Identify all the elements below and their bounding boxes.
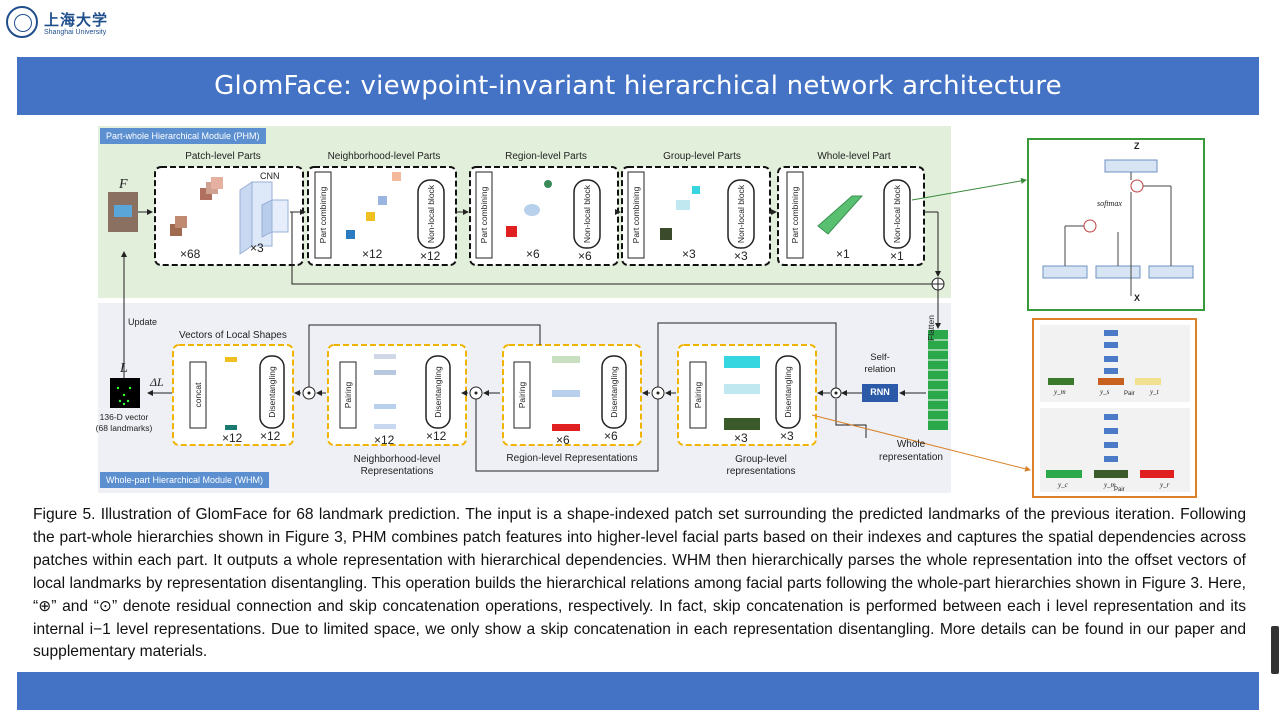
disentangling-2: Disentangling — [609, 366, 619, 418]
concat-label: concat — [193, 382, 203, 408]
shapes-title: Vectors of Local Shapes — [179, 330, 287, 341]
phm-header-4: Whole-level Part — [817, 151, 891, 162]
pair-label-1: Pair — [1124, 391, 1135, 397]
whole-rep-label: Whole representation — [879, 439, 943, 463]
group-rep-box — [677, 344, 817, 446]
y-label-1: y_s — [1100, 388, 1110, 396]
shapes-box — [172, 344, 294, 446]
y-label-2: y_t — [1150, 388, 1159, 396]
attn-softmax: softmax — [1097, 199, 1122, 208]
whm-count-0: ×12 — [222, 431, 243, 445]
count-rg-a: ×6 — [526, 247, 540, 261]
rnn-label: RNN — [870, 387, 890, 397]
bottom-bar — [17, 672, 1259, 710]
count-patch: ×68 — [180, 247, 201, 261]
neighborhood-rep-box — [327, 344, 467, 446]
pairing-2: Pairing — [517, 381, 527, 409]
whm-count-4: ×6 — [556, 433, 570, 447]
nb-rep-title: Neighborhood-level Representations — [353, 454, 441, 477]
disentangling-1: Disentangling — [433, 366, 443, 418]
group-level-box — [621, 166, 771, 266]
rnn-box — [862, 384, 898, 402]
nonlocal-1: Non-local block — [426, 184, 436, 244]
phm-header-3: Group-level Parts — [663, 151, 741, 162]
logo-en: Shanghai University — [44, 29, 107, 36]
cnn-label: CNN — [260, 171, 280, 181]
university-logo: 上海大学 Shanghai University — [4, 4, 114, 42]
whm-count-6: ×3 — [734, 431, 748, 445]
phm-header-0: Patch-level Parts — [185, 151, 261, 162]
attn-x: X — [1134, 293, 1141, 303]
whm-count-3: ×12 — [426, 429, 447, 443]
gp-rep-title: Group-level representations — [726, 454, 796, 477]
count-nb-b: ×12 — [420, 249, 441, 263]
slide-title: GlomFace: viewpoint-invariant hierarchic… — [214, 71, 1062, 101]
title-bar: GlomFace: viewpoint-invariant hierarchic… — [17, 57, 1259, 115]
whm-tag: Whole-part Hierarchical Module (WHM) — [100, 472, 270, 488]
pair-label-2: Pair — [1114, 487, 1125, 493]
phm-tag: Part-whole Hierarchical Module (PHM) — [100, 128, 266, 144]
delta-label: ΔL — [150, 375, 164, 389]
y-label-4: y_m — [1104, 481, 1116, 489]
region-level-box — [469, 166, 619, 266]
f-label: F — [119, 177, 128, 192]
y-label-0: y_m — [1054, 388, 1066, 396]
part-combining-3: Part combining — [631, 186, 641, 244]
region-rep-box — [502, 344, 642, 446]
rg-rep-title: Region-level Representations — [506, 453, 638, 464]
whm-count-7: ×3 — [780, 429, 794, 443]
pairing-1: Pairing — [343, 381, 353, 409]
whm-count-1: ×12 — [260, 429, 281, 443]
flatten-bar — [928, 330, 948, 430]
count-rg-b: ×6 — [578, 249, 592, 263]
attn-z: Z — [1134, 141, 1140, 151]
whole-level-box — [777, 166, 925, 266]
y-label-3: y_c — [1058, 481, 1068, 489]
non-local-detail — [1027, 138, 1205, 311]
phm-background — [98, 126, 951, 298]
count-gp-b: ×3 — [734, 249, 748, 263]
update-label: Update — [128, 317, 158, 327]
whm-count-5: ×6 — [604, 429, 618, 443]
count-cnn: ×3 — [250, 241, 264, 255]
disentangling-3: Disentangling — [783, 366, 793, 418]
vector-label-1: 136-D vector — [99, 412, 149, 422]
logo-cn: 上海大学 — [44, 11, 109, 29]
part-combining-4: Part combining — [790, 186, 800, 244]
lt-label: L — [120, 361, 128, 376]
disentangling-detail — [1032, 318, 1197, 498]
count-wh-a: ×1 — [836, 247, 850, 261]
disentangling-0: Disentangling — [267, 366, 277, 418]
count-nb-a: ×12 — [362, 247, 383, 261]
whm-count-2: ×12 — [374, 433, 395, 447]
nonlocal-4: Non-local block — [892, 184, 902, 244]
part-combining-2: Part combining — [479, 186, 489, 244]
figure-caption: Figure 5. Illustration of GlomFace for 6… — [33, 506, 1246, 661]
y-label-5: y_r — [1160, 481, 1170, 489]
self-relation-label: Self- relation — [864, 352, 896, 375]
phm-header-2: Region-level Parts — [505, 151, 587, 162]
seal-icon — [6, 6, 38, 38]
phm-header-1: Neighborhood-level Parts — [327, 151, 441, 162]
part-combining-1: Part combining — [318, 186, 328, 244]
scrollbar-thumb[interactable] — [1271, 626, 1279, 674]
nonlocal-2: Non-local block — [582, 184, 592, 244]
pairing-3: Pairing — [693, 381, 703, 409]
face-image — [108, 192, 138, 232]
patch-level-box — [154, 166, 304, 266]
landmark-image — [110, 378, 140, 408]
count-wh-b: ×1 — [890, 249, 904, 263]
vector-label-2: (68 landmarks) — [95, 423, 153, 433]
flatten-label: Flatten — [926, 315, 936, 341]
neighborhood-level-box — [307, 166, 457, 266]
nonlocal-3: Non-local block — [736, 184, 746, 244]
count-gp-a: ×3 — [682, 247, 696, 261]
whm-background — [98, 303, 951, 493]
